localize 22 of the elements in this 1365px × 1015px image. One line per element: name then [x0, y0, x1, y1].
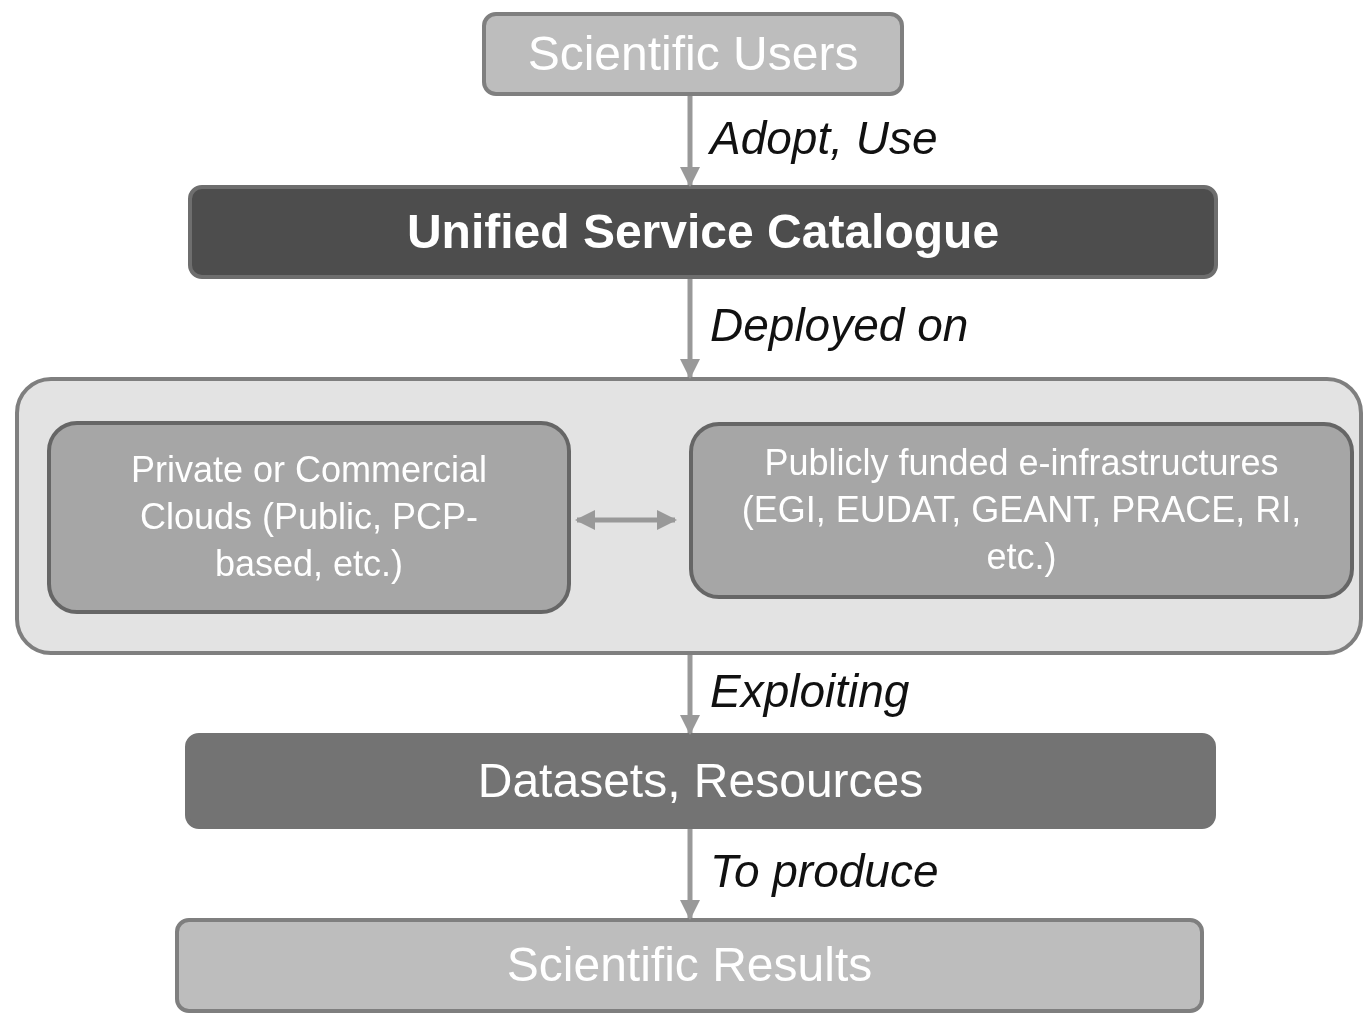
process-box — [482, 12, 904, 96]
node-text: Publicly funded e-infrastructures (EGI, EUDAT, GEANT, PRACE, RI, etc.) — [740, 441, 1303, 579]
process-box — [47, 421, 571, 614]
arrow — [680, 829, 700, 920]
arrow — [680, 279, 700, 379]
edge-label: Deployed on — [710, 298, 969, 352]
group-container — [15, 377, 1363, 655]
arrow — [680, 96, 700, 187]
node-text: Scientific Users — [527, 25, 859, 82]
process-box — [689, 422, 1354, 599]
edge-label: Adopt, Use — [710, 110, 938, 165]
process-box — [188, 185, 1218, 279]
node-text: Datasets, Resources — [477, 752, 924, 809]
arrow — [575, 510, 677, 530]
arrow — [680, 655, 700, 735]
node-text: Unified Service Catalogue — [406, 203, 1000, 260]
process-box — [185, 733, 1216, 829]
node-text: Private or Commercial Clouds (Public, PCP-based, etc.) — [129, 448, 489, 586]
process-box — [175, 918, 1204, 1013]
edge-label: To produce — [710, 843, 939, 898]
node-text: Scientific Results — [506, 937, 873, 994]
edge-label: Exploiting — [710, 664, 910, 718]
